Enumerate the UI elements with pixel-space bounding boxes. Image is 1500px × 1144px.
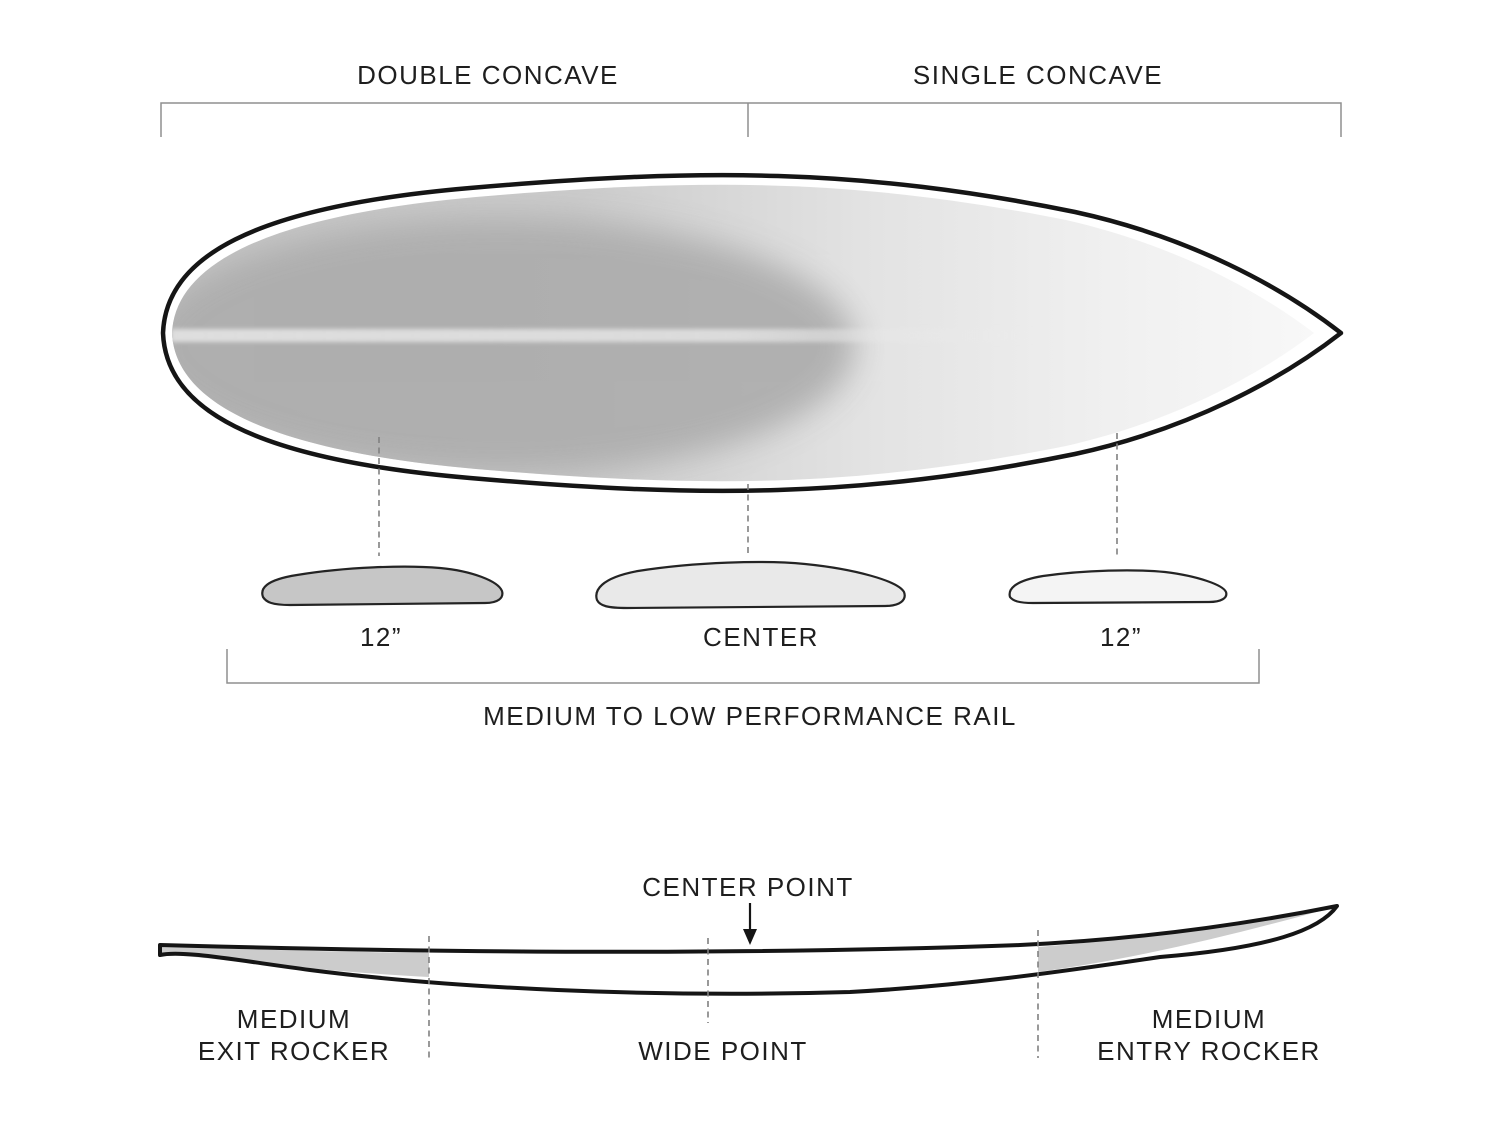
section-indicator-lines xyxy=(378,433,1118,556)
label-cross-section-center: CENTER xyxy=(703,622,819,652)
label-entry-rocker-line2: ENTRY ROCKER xyxy=(1097,1035,1321,1066)
label-single-concave: SINGLE CONCAVE xyxy=(912,60,1164,90)
label-entry-rocker: MEDIUM ENTRY ROCKER xyxy=(1097,1004,1321,1068)
label-cross-section-tail: 12” xyxy=(359,622,403,652)
label-wide-point: WIDE POINT xyxy=(638,1036,808,1066)
board-top-view xyxy=(160,172,1344,494)
rocker-zone-lines xyxy=(428,930,1039,1058)
label-cross-section-nose: 12” xyxy=(1099,622,1143,652)
cross-section-tail-12in xyxy=(261,565,504,607)
concave-zones-bracket xyxy=(160,102,1342,137)
label-center-point: CENTER POINT xyxy=(642,872,854,902)
board-side-profile xyxy=(158,904,1339,996)
label-exit-rocker-line1: MEDIUM xyxy=(236,1004,352,1034)
double-concave-shading xyxy=(172,218,855,474)
label-exit-rocker-line2: EXIT ROCKER xyxy=(197,1035,391,1066)
label-exit-rocker: MEDIUM EXIT ROCKER xyxy=(198,1004,390,1068)
center-point-arrow xyxy=(743,903,757,945)
label-entry-rocker-line1: MEDIUM xyxy=(1151,1004,1267,1034)
rail-cross-sections xyxy=(261,560,1228,610)
cross-section-nose-12in xyxy=(1008,569,1228,605)
cross-section-center xyxy=(595,560,906,610)
stringer-stripe xyxy=(172,329,1040,342)
exit-rocker-wedge xyxy=(162,946,429,977)
entry-rocker-wedge xyxy=(1038,907,1335,972)
label-rail: MEDIUM TO LOW PERFORMANCE RAIL xyxy=(483,701,1017,731)
profile-outline xyxy=(158,904,1339,996)
rail-bracket xyxy=(226,649,1260,684)
label-double-concave: DOUBLE CONCAVE xyxy=(357,60,619,90)
arrow-head-icon xyxy=(743,929,757,945)
